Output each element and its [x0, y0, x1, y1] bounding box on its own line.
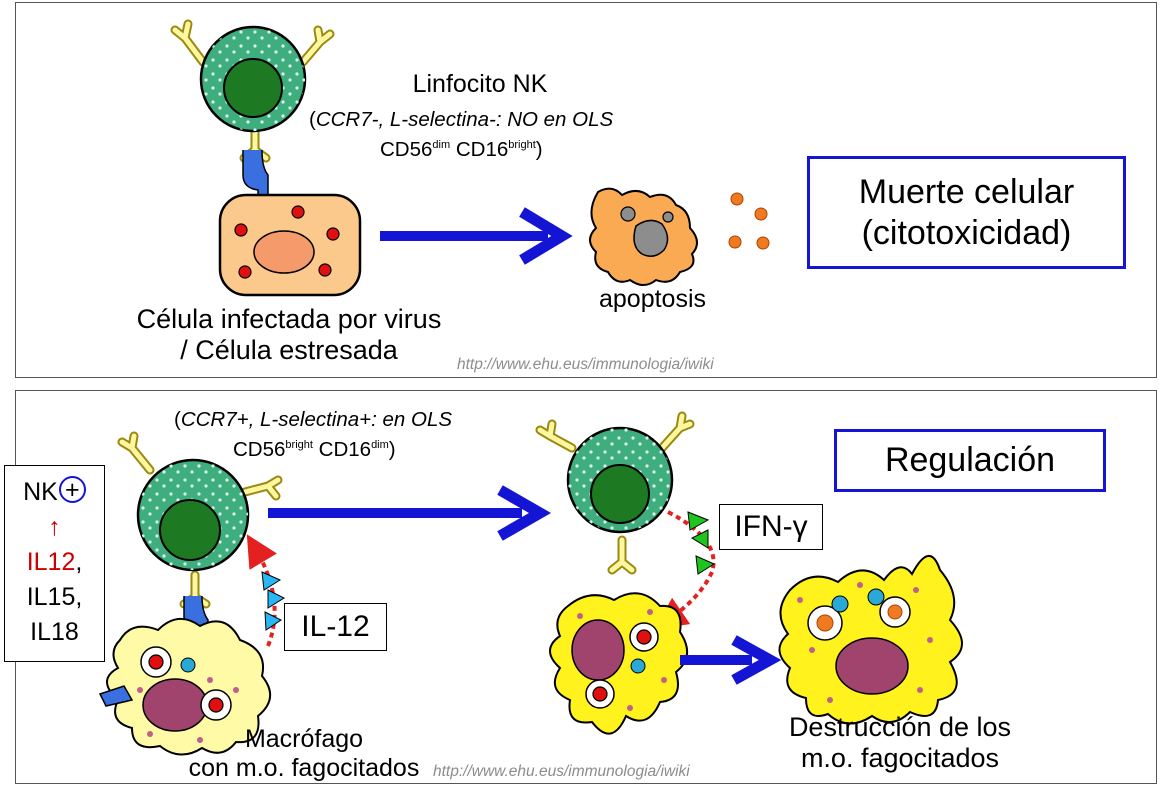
source-url-top[interactable]: http://www.ehu.eus/immunologia/iwiki [457, 356, 714, 373]
ifn-gamma-label: IFN-γ [719, 504, 823, 550]
apoptotic-body-icons [728, 192, 770, 250]
nk-cytokine-box: NK+ ↑ IL12, IL15, IL18 [4, 465, 105, 662]
ifn-triangle-icons [687, 511, 716, 575]
outcome-cytotoxicity-box: Muerte celular(citotoxicidad) [807, 156, 1126, 269]
il12-cytokine: IL12, [26, 548, 83, 576]
il12-triangle-icons [261, 571, 286, 631]
nk-cell-bottom-right [535, 411, 695, 575]
nk-markers-bottom-line1: (CCR7+, L-selectina+: en OLS [174, 408, 453, 431]
nk-cell-bottom-left [117, 431, 283, 641]
source-url-bottom[interactable]: http://www.ehu.eus/immunologia/iwiki [433, 763, 690, 780]
up-arrow-icon: ↑ [48, 513, 61, 541]
nk-cell-top [170, 19, 335, 197]
macrophage-left [98, 618, 271, 756]
il15-cytokine: IL15, [26, 583, 83, 611]
il12-label: IL-12 [284, 603, 387, 651]
nk-markers-line2: CD56dim CD16bright) [380, 138, 543, 161]
nk-cell-title: Linfocito NK [412, 70, 548, 98]
arrow-to-apoptosis [380, 207, 573, 265]
macrophage-destroying [778, 555, 963, 725]
il12-signal [246, 534, 286, 647]
apoptosis-label: apoptosis [599, 285, 707, 313]
outcome-regulation-box: Regulación [834, 429, 1106, 492]
plus-circle-icon: + [58, 476, 86, 503]
apoptotic-cell [589, 187, 770, 286]
infected-cell-label: Célula infectada por virus/ Célula estre… [136, 304, 442, 366]
nk-markers-line1: (CCR7-, L-selectina-: NO en OLS [309, 108, 614, 131]
il18-cytokine: IL18 [30, 618, 79, 646]
infected-cell [218, 193, 362, 297]
nk-markers-bottom-line2: CD56bright CD16dim) [233, 438, 396, 461]
ifn-gamma-signal [654, 510, 716, 630]
macrophage-activated [549, 592, 688, 735]
virus-icons [234, 205, 340, 279]
nk-activation-line: NK+ [5, 475, 104, 510]
arrow-to-destruction [680, 635, 782, 685]
arrow-to-activated-nk [268, 485, 552, 541]
